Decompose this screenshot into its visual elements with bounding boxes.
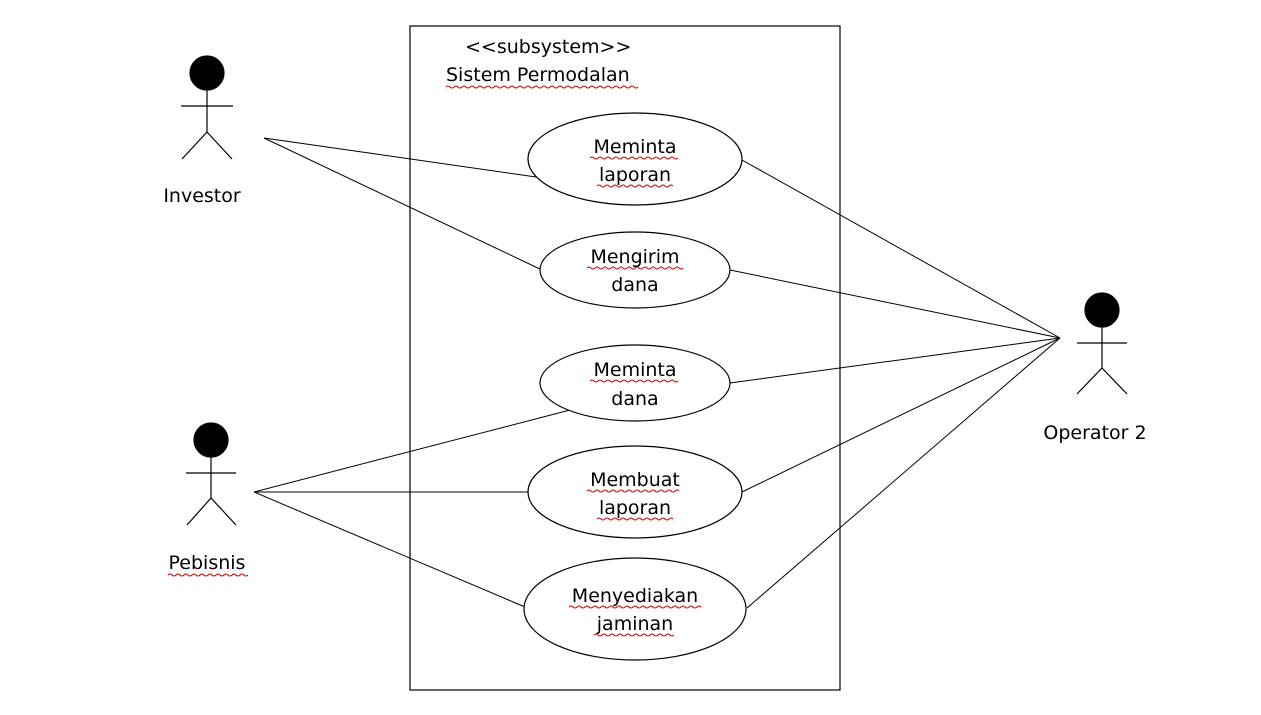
actor-operator-label: Operator 2 <box>1043 422 1146 444</box>
actor-pebisnis-label: Pebisnis <box>169 552 246 574</box>
subsystem-name: Sistem Permodalan <box>446 64 630 86</box>
use-case-menyediakan-jaminan-line2: jaminan <box>596 613 673 635</box>
subsystem-stereotype: <<subsystem>> <box>465 36 631 58</box>
use-case-meminta-laporan-line2: laporan <box>599 164 671 186</box>
spellcheck-underline <box>596 184 674 188</box>
actor-operator <box>1076 292 1128 395</box>
spellcheck-underline <box>593 633 675 637</box>
use-case-membuat-laporan-line2: laporan <box>599 497 671 519</box>
use-case-menyediakan-jaminan <box>523 557 747 661</box>
spellcheck-underline <box>596 517 674 521</box>
use-case-membuat-laporan <box>527 445 743 539</box>
assoc-investor-mengirim-dana <box>263 137 543 271</box>
use-case-menyediakan-jaminan-line1: Menyediakan <box>572 585 698 607</box>
use-case-mengirim-dana-line2: dana <box>611 274 658 296</box>
spellcheck-underline <box>589 379 679 383</box>
actor-head <box>189 55 225 91</box>
use-case-mengirim-dana <box>539 231 731 309</box>
actor-head <box>193 422 229 458</box>
assoc-pebisnis-meminta-dana <box>253 409 571 493</box>
assoc-investor-meminta-laporan <box>263 137 537 178</box>
actor-pebisnis <box>186 422 237 526</box>
spellcheck-underline <box>568 605 702 609</box>
use-case-meminta-dana <box>539 344 731 422</box>
actor-head <box>1084 292 1120 328</box>
spellcheck-underline <box>445 85 639 89</box>
spellcheck-underline <box>589 156 679 160</box>
actor-investor-label: Investor <box>163 185 241 207</box>
assoc-operator-meminta-laporan <box>741 159 1061 339</box>
association-lines <box>253 137 1061 609</box>
assoc-operator-membuat-laporan <box>741 337 1061 493</box>
assoc-operator-mengirim-dana <box>729 269 1061 339</box>
actor-investor <box>181 55 233 160</box>
use-case-meminta-dana-line1: Meminta <box>593 359 676 381</box>
spellcheck-underline <box>586 266 684 270</box>
assoc-operator-menyediakan-jaminan <box>746 337 1061 609</box>
spellcheck-underline <box>167 573 249 577</box>
assoc-operator-meminta-dana <box>729 337 1061 384</box>
use-case-meminta-dana-line2: dana <box>611 388 658 410</box>
assoc-pebisnis-menyediakan-jaminan <box>253 491 526 608</box>
system-boundary <box>409 25 841 691</box>
use-case-membuat-laporan-line1: Membuat <box>590 469 680 491</box>
spellcheck-underline <box>586 489 680 493</box>
use-case-mengirim-dana-line1: Mengirim <box>590 246 679 268</box>
use-case-meminta-laporan-line1: Meminta <box>593 136 676 158</box>
